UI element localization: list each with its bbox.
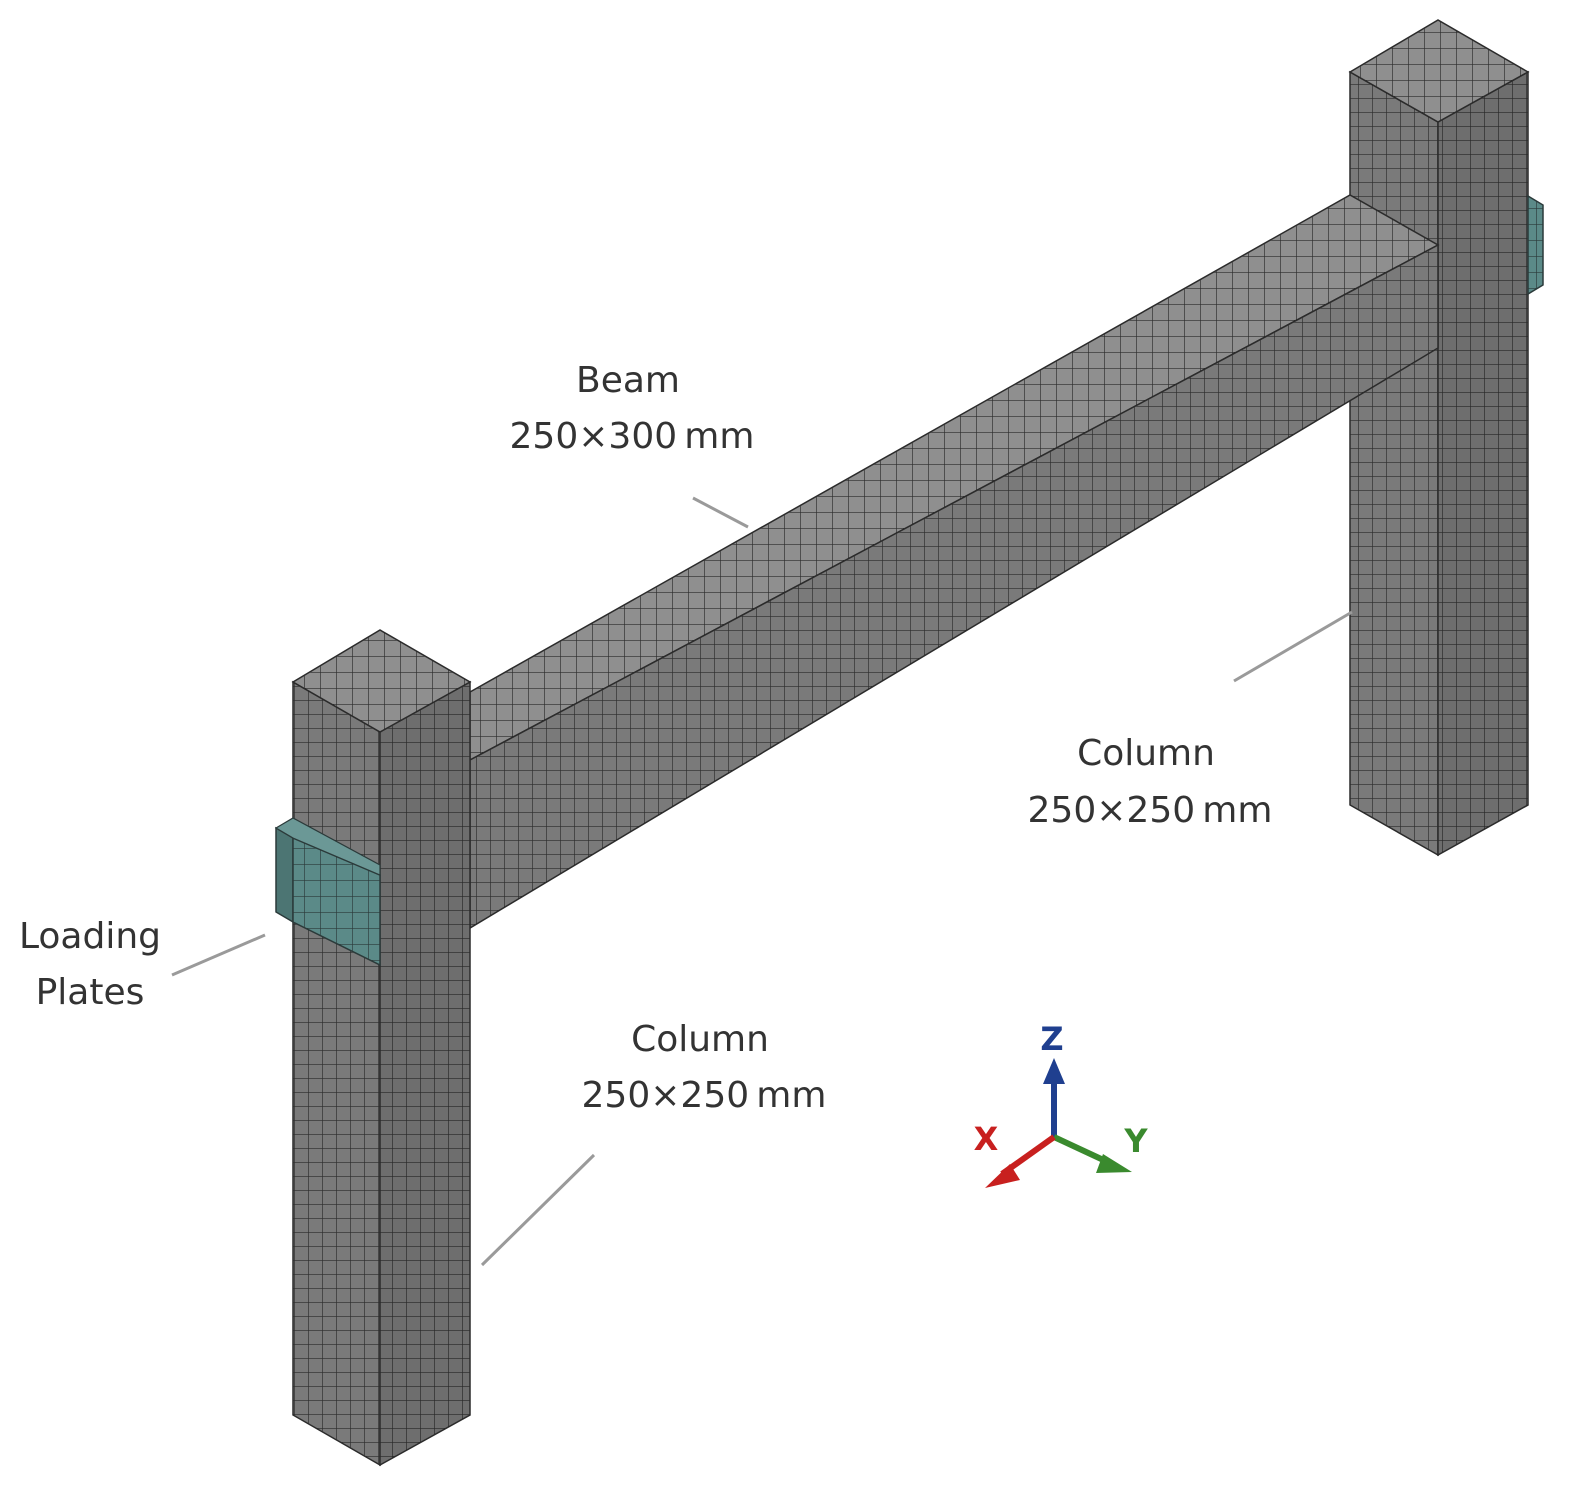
left-column-left-face	[292, 680, 381, 1467]
beam-label: Beam	[576, 360, 680, 401]
z-axis-arrowhead	[1043, 1058, 1065, 1084]
left-column-top-face	[291, 629, 472, 733]
column-left-label: Column	[631, 1019, 769, 1060]
column-left-size-label: 250×250 mm	[582, 1075, 827, 1116]
column-right-leader-line	[1233, 610, 1353, 683]
beam-front-face	[469, 243, 1439, 930]
y-axis-label: Y	[1123, 1122, 1148, 1160]
plates-label-line1: Loading	[19, 916, 161, 957]
left-column	[291, 629, 472, 1467]
z-axis-label: Z	[1040, 1020, 1063, 1058]
beam-top-face	[469, 194, 1440, 762]
beam-size-label: 250×300 mm	[510, 416, 755, 457]
column-right-size-label: 250×250 mm	[1028, 790, 1273, 831]
left-loading-plate-side	[275, 826, 294, 924]
y-axis-arrowhead	[1096, 1154, 1132, 1173]
right-column-top-face	[1348, 19, 1530, 123]
column-left-leader-line	[480, 1153, 596, 1267]
left-loading-plate-top	[274, 817, 381, 876]
right-column-right-face	[1437, 70, 1529, 857]
right-loading-plate	[1527, 194, 1544, 296]
x-axis-label: X	[974, 1120, 999, 1158]
left-column-right-face	[379, 680, 471, 1467]
right-column	[1348, 19, 1530, 857]
column-right-label: Column	[1077, 733, 1215, 774]
right-column-left-face	[1349, 70, 1439, 857]
plates-leader-line	[171, 933, 266, 977]
beam	[469, 194, 1440, 930]
beam-leader-line	[692, 496, 749, 529]
axis-triad: Z Y X	[974, 1020, 1148, 1188]
left-loading-plate	[274, 817, 381, 967]
plates-label-line2: Plates	[36, 972, 145, 1013]
x-axis-arrowhead	[985, 1164, 1020, 1188]
leader-lines	[171, 496, 1353, 1267]
